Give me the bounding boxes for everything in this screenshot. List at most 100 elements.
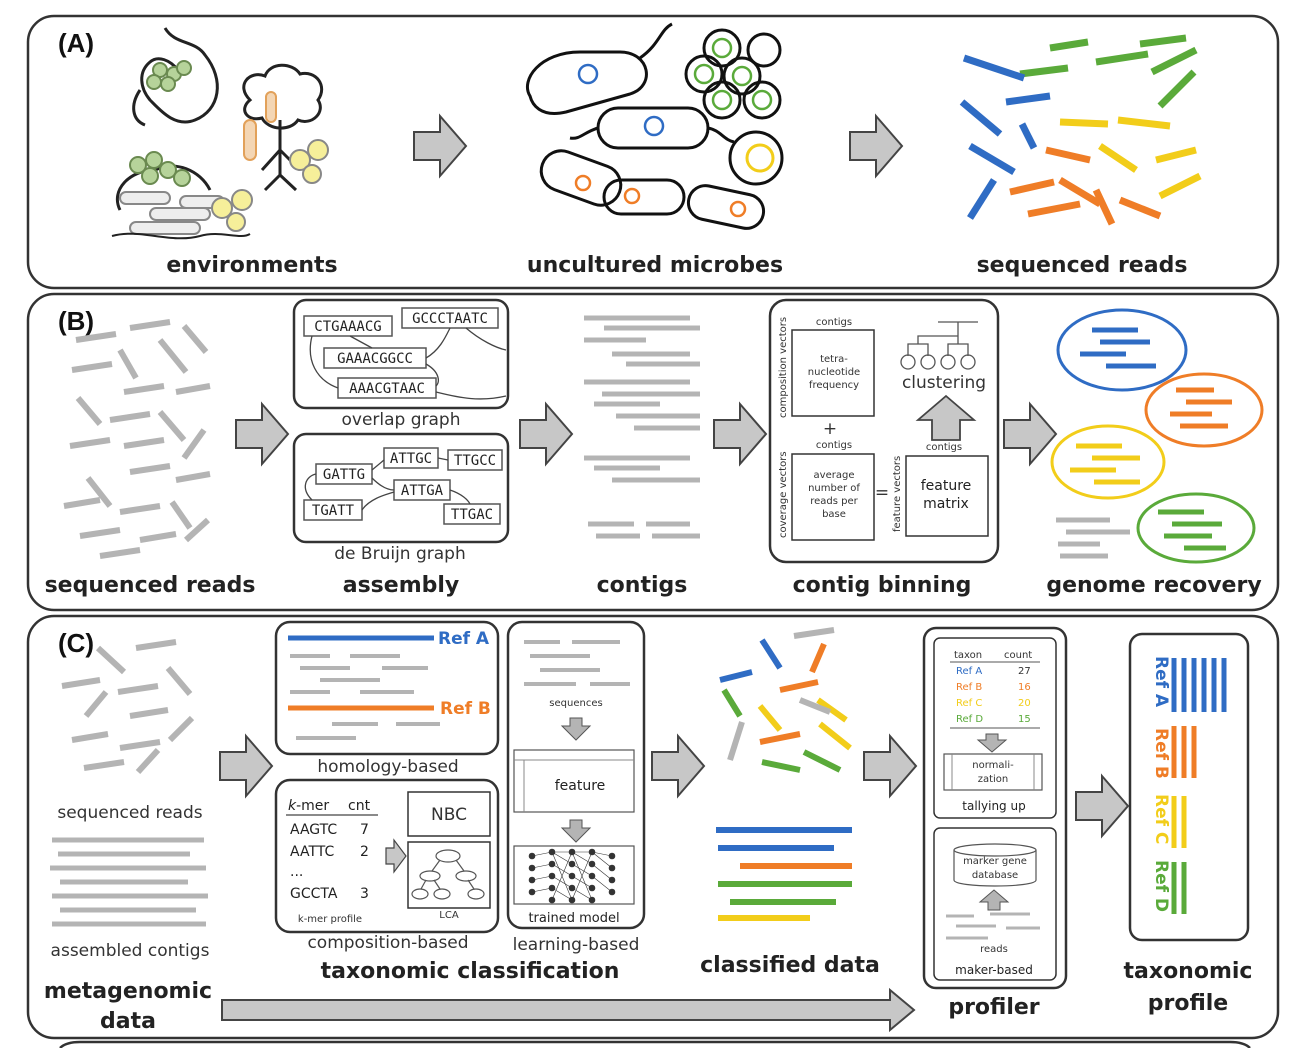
- caption-contig-binning: contig binning: [793, 573, 972, 598]
- coverage-vectors-label: coverage vectors: [778, 451, 789, 538]
- learning-box: [506, 620, 646, 930]
- composition-caption: composition-based: [307, 933, 468, 953]
- kmer-row-4-seq: GCCTA: [290, 886, 338, 902]
- bin-contigs-label-1: contigs: [816, 317, 852, 328]
- overlap-node-4: AAACGTAAC: [349, 381, 425, 397]
- caption-contigs: contigs: [597, 573, 688, 598]
- caption-sequenced-reads-a: sequenced reads: [977, 253, 1188, 278]
- homology-ref-b: Ref B: [440, 699, 491, 719]
- table-header-count: count: [1004, 650, 1032, 661]
- learning-caption: learning-based: [513, 935, 640, 955]
- caption-classified-data: classified data: [700, 953, 880, 978]
- debruijn-node-4: ATTGA: [401, 483, 444, 499]
- down-arrow-icon-1: [560, 717, 592, 741]
- arrow-a1: [413, 115, 467, 177]
- bin-contigs-label-2: contigs: [816, 440, 852, 451]
- panel-c-label: (C): [58, 628, 94, 658]
- caption-profiler: profiler: [948, 995, 1039, 1020]
- table-row-a-count: 27: [1018, 666, 1031, 677]
- down-arrow-icon-3: [976, 733, 1008, 753]
- bin-contigs-label-3: contigs: [926, 442, 962, 453]
- environments-illustration: [111, 27, 329, 240]
- debruijn-node-2: ATTGC: [390, 451, 432, 467]
- debruijn-graph-caption: de Bruijn graph: [334, 544, 465, 564]
- feature-label: feature: [921, 478, 972, 494]
- tetra-line-2: nucleotide: [808, 367, 860, 378]
- overlap-graph-box: [292, 298, 510, 410]
- homology-content: Ref A Ref B: [288, 629, 491, 740]
- profiler-box: [922, 626, 1068, 990]
- arrow-b3: [713, 403, 767, 465]
- kmer-profile-label: k-mer profile: [298, 914, 362, 925]
- taxonomic-profile-box: [1128, 632, 1250, 942]
- caption-taxonomic-classification: taxonomic classification: [321, 959, 620, 984]
- arrow-b1: [235, 403, 289, 465]
- debruijn-node-1: GATTG: [323, 467, 365, 483]
- lca-box: [407, 841, 491, 909]
- equals-sign: =: [875, 483, 889, 503]
- overlap-graph: CTGAAACG GCCCTAATC GAAACGGCC AAACGTAAC: [303, 307, 507, 400]
- small-right-arrow-icon: [385, 838, 407, 874]
- matrix-label: matrix: [923, 496, 969, 512]
- profile-ref-a: Ref A: [1151, 656, 1171, 708]
- avg-line-2: number of: [808, 483, 860, 494]
- caption-metagenomic-2: data: [100, 1009, 156, 1034]
- sequenced-reads-gray-b: [63, 319, 211, 559]
- normalization-line-2: zation: [978, 774, 1009, 785]
- sequenced-reads-colored: [959, 34, 1202, 226]
- composition-vectors-label: composition vectors: [778, 317, 789, 418]
- kmer-row-2-cnt: 2: [360, 844, 369, 860]
- arrow-b2: [519, 403, 573, 465]
- dendrogram-icon: [900, 321, 978, 370]
- sequences-label: sequences: [549, 698, 602, 709]
- table-row-d-taxon: Ref D: [956, 714, 983, 725]
- homology-box: [274, 620, 500, 756]
- composition-box: [274, 778, 500, 934]
- long-bottom-arrow: [221, 987, 916, 1033]
- caption-assembled-contigs: assembled contigs: [51, 941, 210, 961]
- debruijn-node-6: TTGAC: [451, 507, 493, 523]
- learning-content: sequences feature trained model: [513, 640, 635, 926]
- microbes-illustration: [526, 22, 784, 230]
- avg-line-3: reads per: [810, 496, 858, 507]
- debruijn-graph-box: [292, 432, 510, 544]
- debruijn-node-5: TGATT: [312, 503, 355, 519]
- table-row-a-taxon: Ref A: [956, 666, 982, 677]
- sequenced-reads-gray-c: [61, 639, 195, 775]
- profile-ref-b: Ref B: [1151, 728, 1171, 779]
- overlap-node-2: GCCCTAATC: [412, 311, 488, 327]
- contig-binning-content: contigs tetra- nucleotide frequency comp…: [778, 317, 989, 541]
- profile-bars: Ref A Ref B Ref C Ref D: [1151, 656, 1227, 914]
- table-row-b-taxon: Ref B: [956, 682, 982, 693]
- lca-label: LCA: [439, 910, 459, 921]
- table-row-b-count: 16: [1018, 682, 1031, 693]
- kmer-row-1-cnt: 7: [360, 822, 369, 838]
- marker-db-line-2: database: [972, 870, 1018, 881]
- kmer-row-4-cnt: 3: [360, 886, 369, 902]
- table-row-c-count: 20: [1018, 698, 1031, 709]
- tallying-panel: taxon count Ref A 27 Ref B 16 Ref C 20 R…: [933, 637, 1057, 819]
- profile-ref-c: Ref C: [1151, 794, 1171, 844]
- kmer-table: k-mer cnt AAGTC 7 AATTC 2 ... GCCTA 3 k-…: [286, 798, 378, 925]
- debruijn-graph: GATTG ATTGC TTGCC ATTGA TGATT TTGAC: [303, 447, 503, 525]
- arrow-a2: [849, 115, 903, 177]
- table-row-d-count: 15: [1018, 714, 1031, 725]
- nbc-label: NBC: [431, 805, 467, 825]
- caption-metagenomic-1: metagenomic: [44, 979, 212, 1004]
- trained-model-label: trained model: [528, 911, 619, 926]
- arrow-c2: [651, 735, 705, 797]
- down-arrow-icon-2: [560, 819, 592, 843]
- profile-ref-d: Ref D: [1151, 860, 1171, 912]
- avg-line-4: base: [822, 509, 846, 520]
- overlap-node-3: GAAACGGCC: [337, 351, 413, 367]
- kmer-row-1-seq: AAGTC: [290, 822, 337, 838]
- tetra-line-1: tetra-: [820, 354, 848, 365]
- kmer-row-3-seq: ...: [290, 864, 303, 880]
- caption-sequenced-reads-b: sequenced reads: [45, 573, 256, 598]
- table-header-taxon: taxon: [954, 650, 982, 661]
- overlap-node-1: CTGAAACG: [314, 319, 381, 335]
- feature-vectors-label: feature vectors: [892, 456, 903, 532]
- feature-label-c: feature: [555, 778, 606, 794]
- genome-recovery-illustration: [1050, 308, 1264, 564]
- caption-taxonomic-profile-1: taxonomic: [1124, 959, 1253, 984]
